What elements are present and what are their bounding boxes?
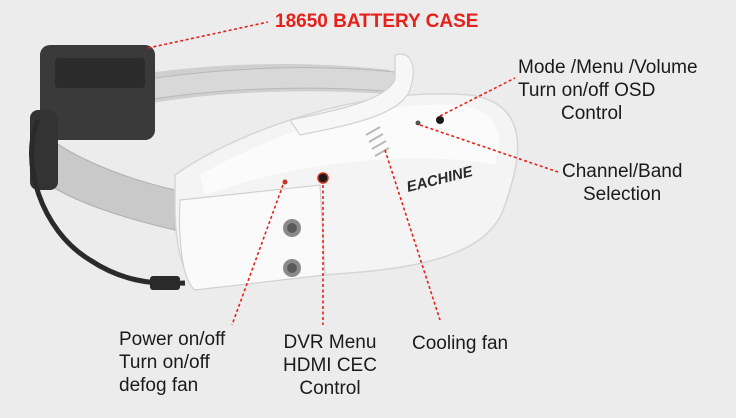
cooling-fan-callout: Cooling fan [412,333,509,354]
headset-top-shell [200,104,500,195]
channel-line-2: Selection [583,184,662,205]
dvr-callout: DVR Menu HDMI CEC Control [283,331,377,400]
dvr-button[interactable] [317,172,329,184]
power-button[interactable] [282,179,288,185]
battery-case-label: 18650 BATTERY CASE [275,11,479,32]
channel-button[interactable] [415,120,421,126]
mode-menu-line-1: Mode /Menu /Volume [518,57,698,78]
battery-top [55,58,145,88]
leader-power [231,184,284,326]
power-line-2: Turn on/off [119,352,210,373]
forehead-arch [289,53,414,136]
cable-plug [150,276,180,290]
mode-menu-callout: Mode /Menu /Volume Turn on/off OSD Contr… [518,56,698,125]
power-line-1: Power on/off [119,329,226,350]
power-line-3: defog fan [119,375,199,396]
dvr-line-3: Control [299,378,361,399]
mode-button[interactable] [436,116,444,124]
leader-battery [147,21,269,49]
cooling-vent [365,126,390,157]
leader-lines [147,21,559,326]
mode-menu-line-3: Control [561,103,623,124]
dvr-line-2: HDMI CEC [283,355,377,376]
leader-channel [419,124,559,173]
mode-menu-line-2: Turn on/off OSD [518,80,656,101]
power-callout: Power on/off Turn on/off defog fan [119,328,225,397]
dvr-line-1: DVR Menu [283,332,377,353]
channel-line-1: Channel/Band [562,161,683,182]
leader-fan [384,149,441,321]
front-panel [178,184,326,291]
channel-callout: Channel/Band Selection [562,160,682,206]
